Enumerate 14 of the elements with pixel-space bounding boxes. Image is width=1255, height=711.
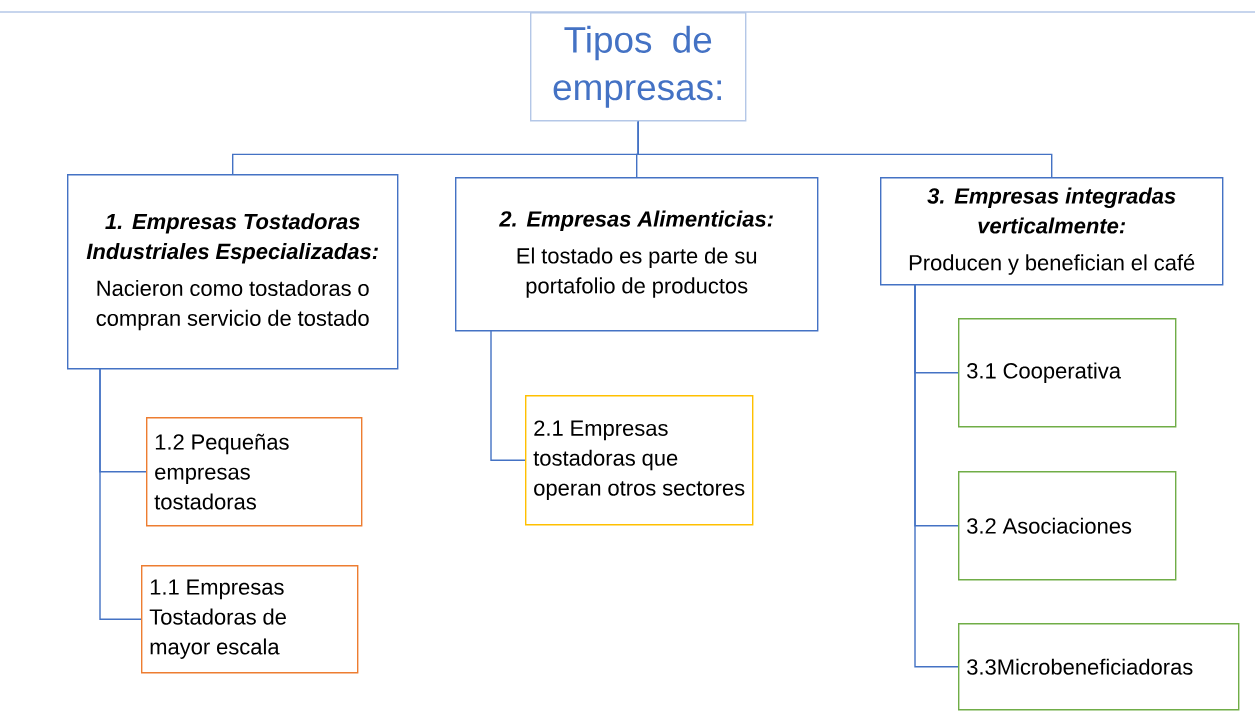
subcategory-box: 3.1 Cooperativa (958, 318, 1177, 428)
connector-line (637, 120, 1053, 178)
subcategory-box: 1.2 Pequeñas empresas tostadoras (146, 417, 363, 527)
connector-line (490, 329, 526, 461)
title-box: Tipos de empresas: (530, 12, 747, 122)
category-box: 1. Empresas Tostadoras Industriales Especializadas: Nacieron como tostadoras o compran servicio de tostado (67, 174, 399, 370)
connector-line (914, 283, 959, 668)
subcategory-box: 1.1 Empresas Tostadoras de mayor escala (141, 565, 359, 674)
subcategory-box: 2.1 Empresas tostadoras que operan otros sectores (525, 395, 754, 526)
connector-line (99, 367, 142, 620)
category-box: 3. Empresas integradas verticalmente: Producen y benefician el café (880, 177, 1224, 286)
subcategory-box: 3.3Microbeneficiadoras (958, 623, 1240, 711)
subcategory-box: 3.2 Asociaciones (958, 471, 1177, 581)
category-box: 2. Empresas Alimenticias: El tostado es parte de su portafolio de productos (455, 177, 819, 332)
